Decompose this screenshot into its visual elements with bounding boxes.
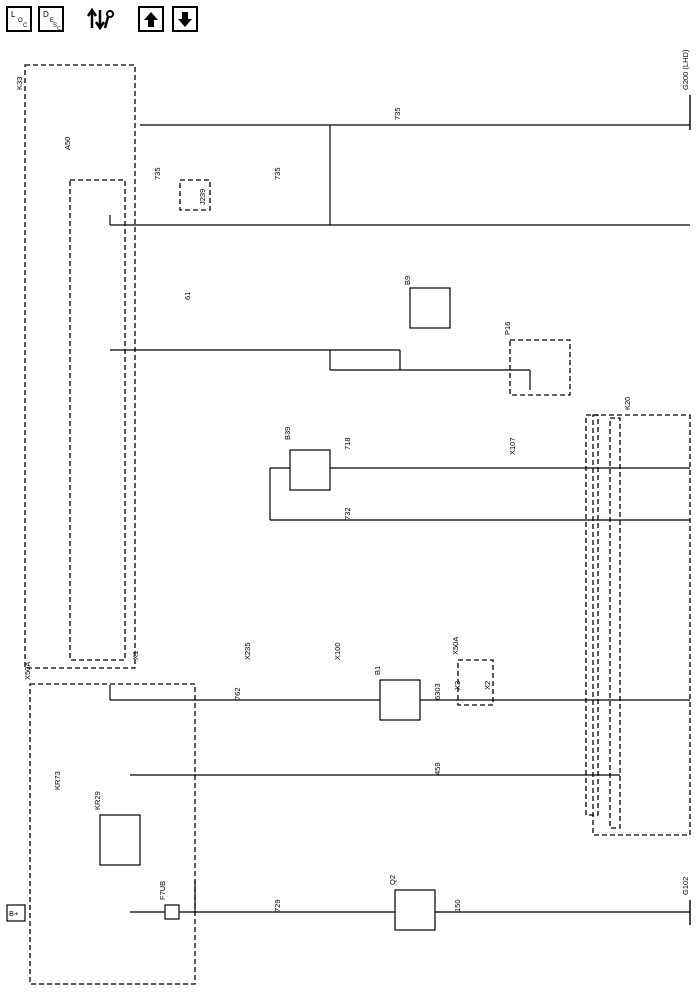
q2-clutch xyxy=(394,889,436,931)
previous-page-button[interactable] xyxy=(138,6,164,32)
battery-label: B+ xyxy=(9,909,19,918)
x50a-mid-label: X50A xyxy=(451,637,460,655)
p16-frame xyxy=(509,339,571,396)
wire-732-label: 732 xyxy=(343,507,352,520)
k33-module-frame xyxy=(24,64,136,669)
x235-label: X235 xyxy=(243,642,252,660)
x50a-mid-frame xyxy=(457,659,494,706)
g102-label: G102 xyxy=(681,877,690,895)
wire-61-label: 61 xyxy=(183,292,192,300)
next-page-button[interactable] xyxy=(172,6,198,32)
f7ub-fuse xyxy=(164,904,180,920)
arrow-down-icon xyxy=(178,12,192,27)
svg-text:O: O xyxy=(18,18,23,24)
svg-text:E: E xyxy=(50,18,54,24)
f7ub-label: F7UB xyxy=(158,881,167,900)
wire-735-dgn-label: 735 xyxy=(273,167,282,180)
x100-label: X100 xyxy=(333,642,342,660)
wires xyxy=(109,124,690,913)
wire-718-label: 718 xyxy=(343,437,352,450)
swap-tools-icon[interactable] xyxy=(86,6,116,32)
svg-text:C: C xyxy=(23,23,28,29)
frames xyxy=(24,64,691,985)
components-shapes xyxy=(6,287,451,931)
kr29-label: KR29 xyxy=(93,791,102,810)
j239-frame xyxy=(179,179,211,211)
wire-6303-label: 6303 xyxy=(433,683,442,700)
x50a-left-frame xyxy=(29,683,196,985)
labels: K33 A50 J239 B9 P16 B39 K20 B1 X50A X50A… xyxy=(9,49,690,918)
wiring-diagram: K33 A50 J239 B9 P16 B39 K20 B1 X50A X50A… xyxy=(6,49,691,985)
x107-label: X107 xyxy=(508,437,517,455)
wire-762-label: 762 xyxy=(233,687,242,700)
x1-label: X1 xyxy=(131,651,140,660)
b9-sensor xyxy=(409,287,451,329)
battery-terminal xyxy=(6,904,26,922)
k20-frame xyxy=(592,414,691,836)
svg-text:S: S xyxy=(53,23,57,29)
g200-label: G200 (LHD) xyxy=(681,49,690,90)
kr73-label: KR73 xyxy=(53,771,62,790)
svg-text:C: C xyxy=(57,26,61,30)
b39-sensor xyxy=(289,449,331,491)
x50a-left-label: X50A xyxy=(23,662,32,680)
b1-label: B1 xyxy=(373,666,382,675)
x3-label: X3 xyxy=(453,681,462,690)
k33-label: K33 xyxy=(15,77,24,90)
wire-459-label: 459 xyxy=(433,762,442,775)
arrow-up-icon xyxy=(144,12,158,27)
k20-fx3-frame xyxy=(609,417,621,829)
wire-150-label: 150 xyxy=(453,899,462,912)
wire-735-top-label: 735 xyxy=(393,107,402,120)
wire-729-label: 729 xyxy=(273,899,282,912)
b1-switch xyxy=(379,679,421,721)
q2-label: Q2 xyxy=(388,875,397,885)
a50-frame xyxy=(69,179,126,661)
wire-735-bkye-label: 735 xyxy=(153,167,162,180)
svg-text:D: D xyxy=(43,10,49,19)
x2-label: X2 xyxy=(483,681,492,690)
k20-label: K20 xyxy=(623,397,632,410)
b9-label: B9 xyxy=(403,276,412,285)
svg-text:L: L xyxy=(11,10,16,19)
k20-pin-frame xyxy=(585,414,599,816)
a50-label: A50 xyxy=(63,137,72,150)
p16-label: P16 xyxy=(503,322,512,335)
j239-label: J239 xyxy=(198,189,207,205)
kr29-relay xyxy=(99,814,141,866)
b39-label: B39 xyxy=(283,427,292,440)
